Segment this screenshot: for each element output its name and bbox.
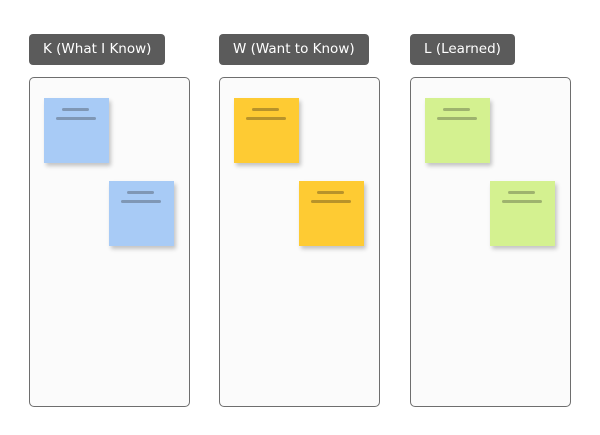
column-label-k[interactable]: K (What I Know): [29, 34, 166, 65]
sticky-note[interactable]: [109, 181, 174, 246]
note-text-line: [252, 108, 279, 111]
note-text-line: [508, 191, 535, 194]
sticky-note[interactable]: [234, 98, 299, 163]
note-text-line: [246, 117, 286, 120]
sticky-note[interactable]: [490, 181, 555, 246]
sticky-note[interactable]: [44, 98, 109, 163]
sticky-note[interactable]: [299, 181, 364, 246]
note-text-line: [437, 117, 477, 120]
note-text-line: [443, 108, 470, 111]
note-text-line: [121, 200, 161, 203]
note-text-line: [502, 200, 542, 203]
sticky-note[interactable]: [425, 98, 490, 163]
note-text-line: [127, 191, 154, 194]
note-text-line: [56, 117, 96, 120]
column-l[interactable]: [410, 77, 571, 407]
note-text-line: [62, 108, 89, 111]
column-k[interactable]: [29, 77, 190, 407]
note-text-line: [311, 200, 351, 203]
column-w[interactable]: [219, 77, 380, 407]
note-text-line: [317, 191, 344, 194]
column-label-l[interactable]: L (Learned): [410, 34, 515, 65]
column-label-w[interactable]: W (Want to Know): [219, 34, 369, 65]
